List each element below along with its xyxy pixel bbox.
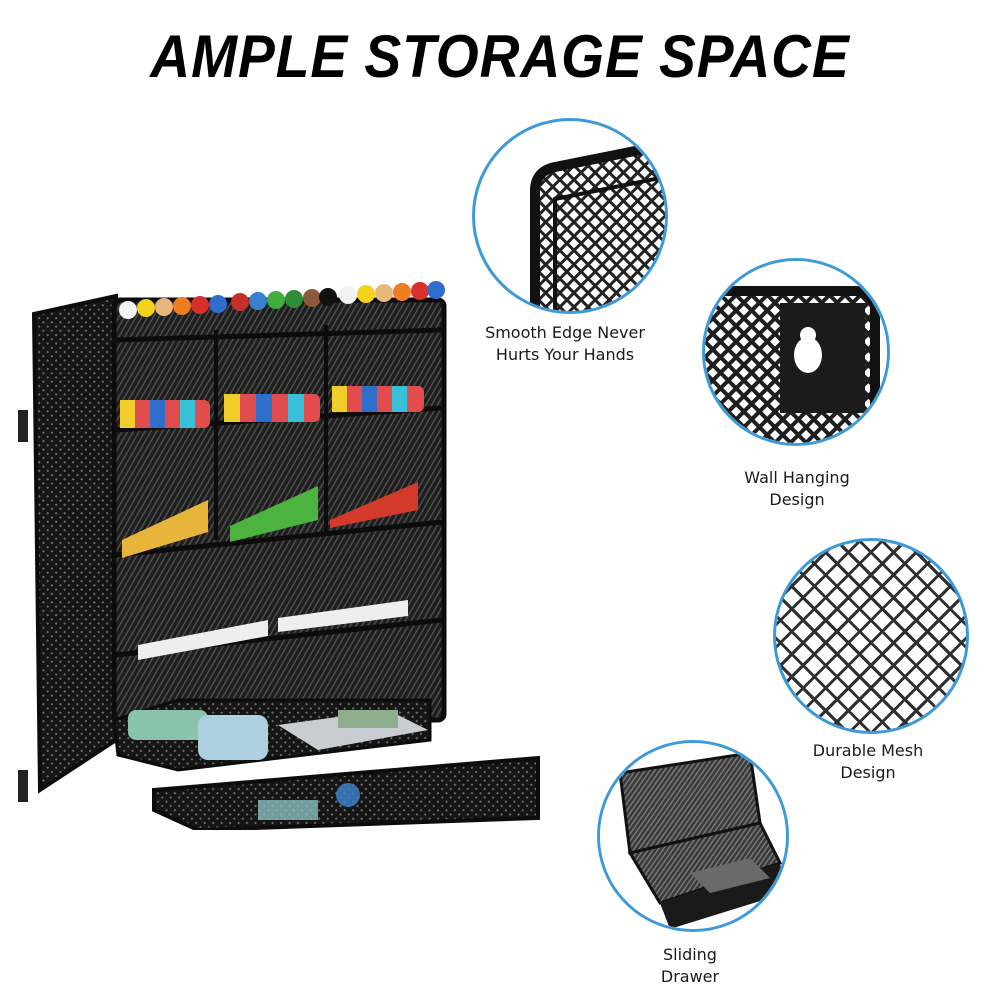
caption-durable-mesh: Durable Mesh Design: [812, 741, 924, 782]
headline: AMPLE STORAGE SPACE: [150, 23, 850, 90]
markers-top: [119, 281, 445, 319]
smooth-edge-detail-image: [530, 140, 665, 311]
feature-circle-smooth-edge: [472, 118, 668, 314]
feature-circle-wall-hanging: [702, 258, 890, 446]
wall-hanging-detail-image: [705, 261, 887, 443]
product-image: [18, 281, 540, 830]
sliding-drawer-detail-image: [600, 743, 786, 929]
caption-wall-hanging: Wall Hanging Design: [744, 468, 850, 509]
caption-smooth-edge: Smooth Edge Never Hurts Your Hands: [485, 323, 645, 364]
feature-circle-sliding-drawer: [597, 740, 789, 932]
markers-middle: [120, 386, 424, 428]
caption-sliding-drawer: Sliding Drawer: [660, 945, 720, 986]
feature-circle-durable-mesh: [773, 538, 969, 734]
